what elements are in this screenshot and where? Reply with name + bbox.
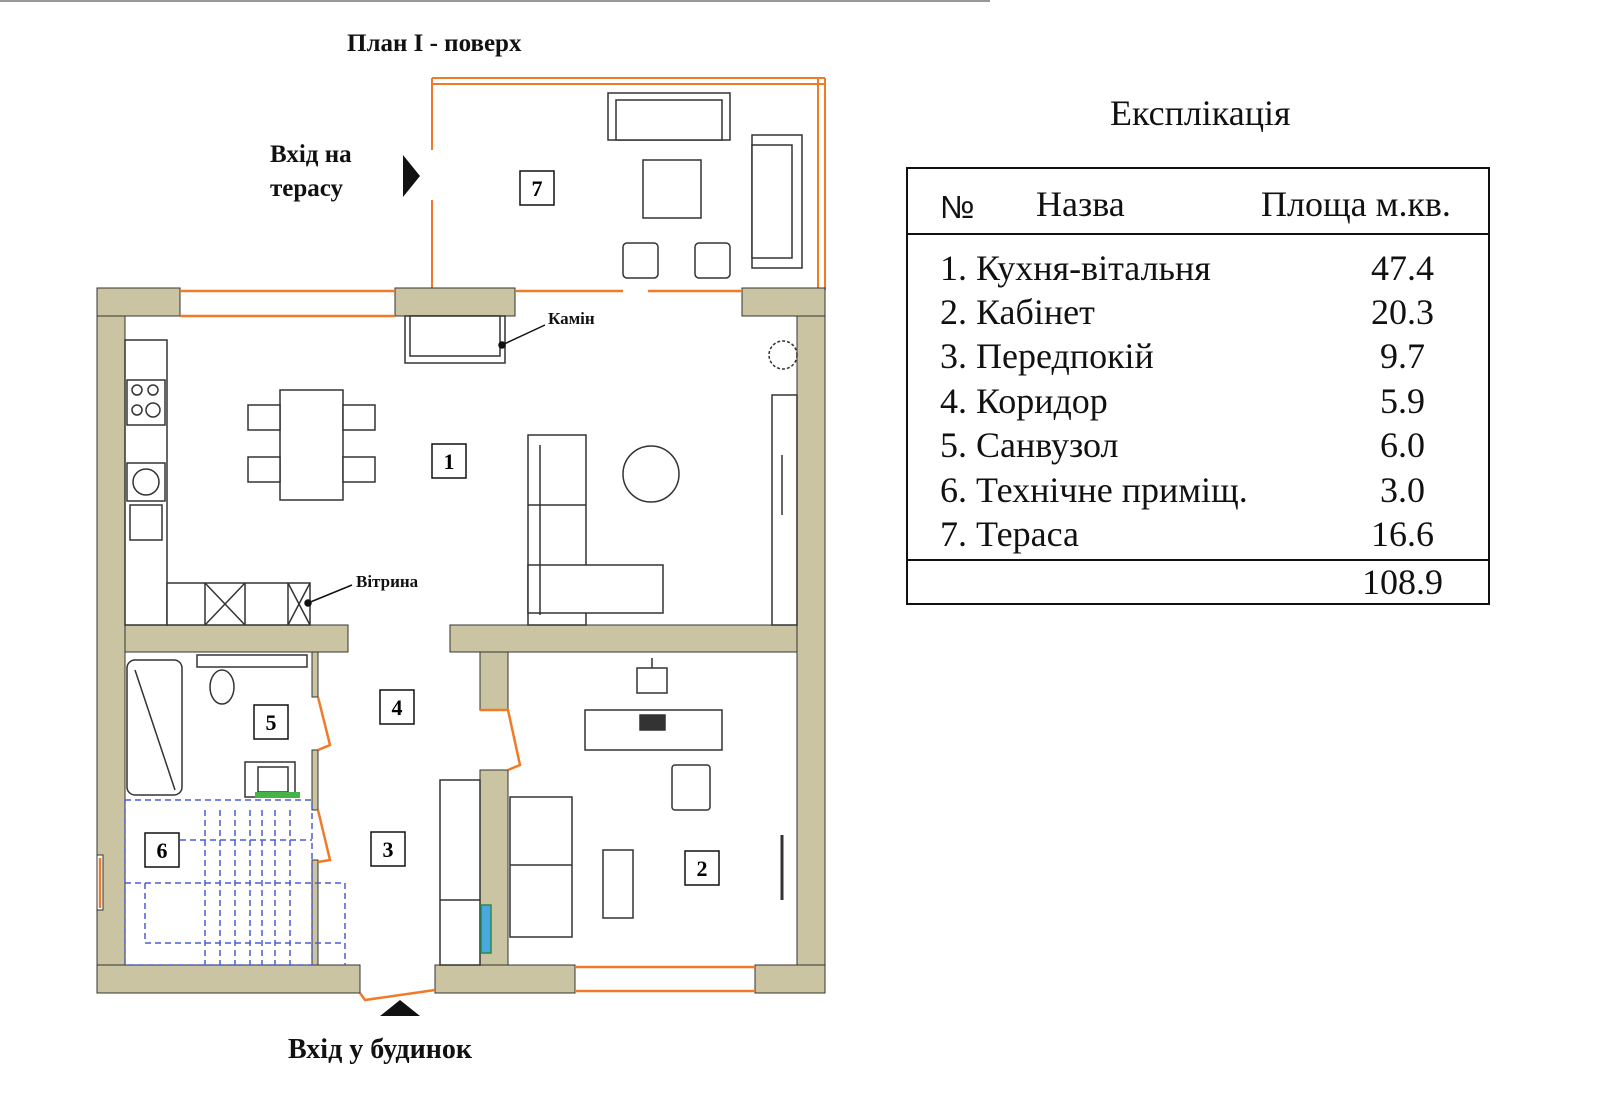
row-name: 4. Коридор (940, 381, 1108, 421)
windows (98, 289, 755, 1002)
room-number-2: 2 (697, 856, 708, 881)
room-number-3: 3 (383, 837, 394, 862)
terrace-entry-line-1: Вхід на (270, 141, 352, 168)
room-5-box (253, 704, 289, 740)
room-number-1: 1 (444, 449, 455, 474)
room-number-7: 7 (532, 176, 543, 201)
kitchen-furniture (124, 315, 798, 626)
stairs (124, 799, 346, 966)
terrace-entry-line-2: терасу (270, 175, 344, 202)
showcase-label: Вітрина (356, 572, 419, 591)
explication-title: Експлікація (1110, 93, 1291, 133)
row-name: 5. Санвузол (940, 425, 1119, 465)
table-row: 2. Кабінет 20.3 (940, 291, 1488, 335)
floor-plan: 1 2 3 4 5 6 7 (96, 77, 826, 1016)
room-3-box (370, 831, 406, 867)
row-name: 3. Передпокій (940, 336, 1154, 376)
top-border-line (0, 0, 990, 2)
row-area: 6.0 (1380, 425, 1425, 465)
bathroom-fixtures (126, 654, 308, 798)
header-name: Назва (1036, 184, 1125, 224)
row-area: 16.6 (1371, 514, 1434, 554)
room-number-labels (144, 170, 720, 886)
row-area: 3.0 (1380, 470, 1425, 510)
house-entry-arrow-icon (380, 1000, 420, 1016)
office-furniture (439, 658, 784, 966)
room-2-box (684, 850, 720, 886)
total-area: 108.9 (1362, 562, 1443, 602)
table-row: 1. Кухня-вітальня 47.4 (940, 247, 1488, 291)
table-row: 4. Коридор 5.9 (940, 380, 1488, 424)
house-entry-label: Вхід у будинок (288, 1034, 472, 1065)
fireplace-label: Камін (548, 309, 595, 328)
row-area: 9.7 (1380, 336, 1425, 376)
room-number-5: 5 (266, 710, 277, 735)
row-name: 1. Кухня-вітальня (940, 248, 1211, 288)
terrace (431, 77, 826, 290)
room-number-6: 6 (157, 838, 168, 863)
row-name: 7. Тераса (940, 514, 1079, 554)
room-number-4: 4 (392, 695, 403, 720)
terrace-entry-label: Вхід на терасу (270, 138, 352, 206)
terrace-furniture (607, 92, 803, 279)
row-area: 20.3 (1371, 292, 1434, 332)
table-row: 5. Санвузол 6.0 (940, 424, 1488, 468)
room-7-box (519, 170, 555, 206)
explication-table: № Назва Площа м.кв. 1. Кухня-вітальня 47.… (906, 167, 1490, 605)
table-row: 6. Технічне приміщ. 3.0 (940, 469, 1488, 513)
total-row: 108.9 (908, 559, 1488, 603)
walls (96, 287, 826, 994)
room-1-box (431, 443, 467, 479)
header-area: Площа м.кв. (1261, 184, 1451, 224)
table-header: № Назва Площа м.кв. (908, 169, 1488, 235)
row-area: 47.4 (1371, 248, 1434, 288)
row-name: 2. Кабінет (940, 292, 1095, 332)
header-number: № (940, 189, 975, 225)
row-area: 5.9 (1380, 381, 1425, 421)
table-row: 3. Передпокій 9.7 (940, 335, 1488, 379)
table-row: 7. Тераса 16.6 (940, 513, 1488, 557)
terrace-entry-arrow-icon (403, 155, 420, 197)
room-6-box (144, 832, 180, 868)
plan-title: План I - поверх (347, 30, 522, 57)
room-4-box (379, 689, 415, 725)
row-name: 6. Технічне приміщ. (940, 470, 1248, 510)
